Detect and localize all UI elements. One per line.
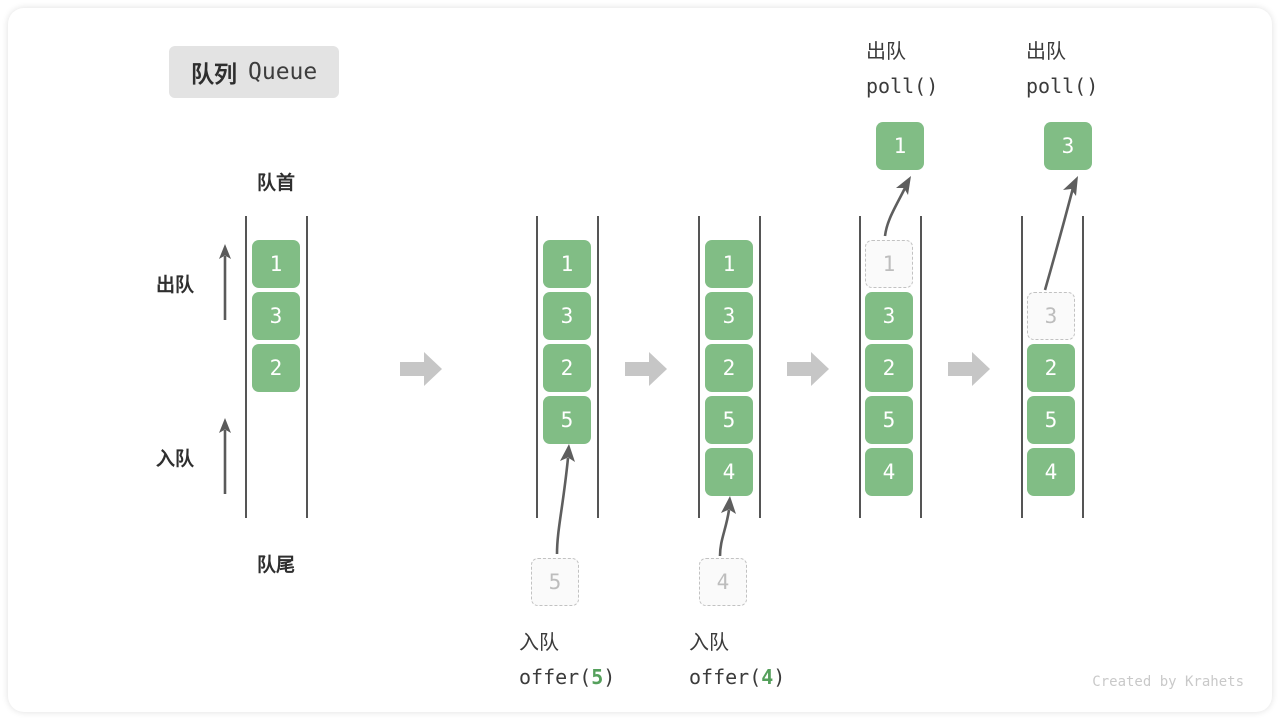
outgoing-ghost-cell: 1 [865,240,913,288]
queue-cell: 4 [865,448,913,496]
rail-left-col4 [859,216,861,518]
queue-cell: 4 [705,448,753,496]
rail-left-col1 [245,216,247,518]
step-arrow-icon [948,352,990,386]
queue-cell: 3 [252,292,300,340]
step-arrow-icon [787,352,829,386]
diagram-card: 队列 Queue 队首 队尾 出队 入队 1 3 2 1 3 2 5 5 入队 … [8,8,1272,712]
dequeued-cell: 3 [1044,122,1092,170]
enqueue-direction-arrow-icon [219,418,231,494]
operation-cn: 入队 [519,632,559,654]
dequeue-direction-label: 出队 [156,275,195,296]
queue-cell: 5 [1027,396,1075,444]
incoming-ghost-cell: 4 [699,558,747,606]
operation-cn: 入队 [689,632,729,654]
dequeued-cell: 1 [876,122,924,170]
dequeue-motion-arrow-icon [1043,176,1078,291]
operation-caption-poll-1: 出队 poll() [866,35,938,103]
title-cn: 队列 [191,61,237,87]
queue-cell: 2 [865,344,913,392]
queue-head-label: 队首 [256,173,295,194]
operation-code: poll() [1026,74,1099,98]
queue-cell: 3 [865,292,913,340]
queue-cell: 3 [543,292,591,340]
operation-caption-offer-5: 入队 offer(5) [519,626,615,694]
queue-cell: 3 [705,292,753,340]
queue-cell: 5 [705,396,753,444]
enqueue-motion-arrow-icon [718,496,736,557]
queue-tail-label: 队尾 [256,555,295,576]
step-arrow-icon [625,352,667,386]
title-en: Queue [248,59,318,85]
rail-left-col2 [536,216,538,518]
step-arrow-icon [400,352,442,386]
operation-caption-poll-2: 出队 poll() [1026,35,1098,103]
diagram-title-badge: 队列 Queue [169,46,340,98]
incoming-ghost-cell: 5 [531,558,579,606]
queue-cell: 2 [705,344,753,392]
operation-cn: 出队 [866,41,906,63]
rail-right-col4 [920,216,922,518]
rail-right-col1 [306,216,308,518]
queue-cell: 1 [543,240,591,288]
rail-right-col2 [597,216,599,518]
queue-cell: 2 [252,344,300,392]
rail-right-col3 [759,216,761,518]
rail-left-col5 [1021,216,1023,518]
operation-code: offer(5) [519,665,616,689]
dequeue-motion-arrow-icon [883,176,911,237]
queue-cell: 1 [252,240,300,288]
enqueue-motion-arrow-icon [555,444,575,555]
queue-cell: 5 [543,396,591,444]
operation-code: offer(4) [689,665,786,689]
queue-cell: 2 [1027,344,1075,392]
queue-cell: 1 [705,240,753,288]
outgoing-ghost-cell: 3 [1027,292,1075,340]
queue-cell: 5 [865,396,913,444]
operation-code: poll() [866,74,939,98]
operation-cn: 出队 [1026,41,1066,63]
queue-cell: 4 [1027,448,1075,496]
enqueue-direction-label: 入队 [156,449,195,470]
rail-right-col5 [1082,216,1084,518]
operation-caption-offer-4: 入队 offer(4) [689,626,785,694]
dequeue-direction-arrow-icon [219,244,231,320]
queue-cell: 2 [543,344,591,392]
rail-left-col3 [698,216,700,518]
footer-credit: Created by Krahets [1092,674,1244,690]
